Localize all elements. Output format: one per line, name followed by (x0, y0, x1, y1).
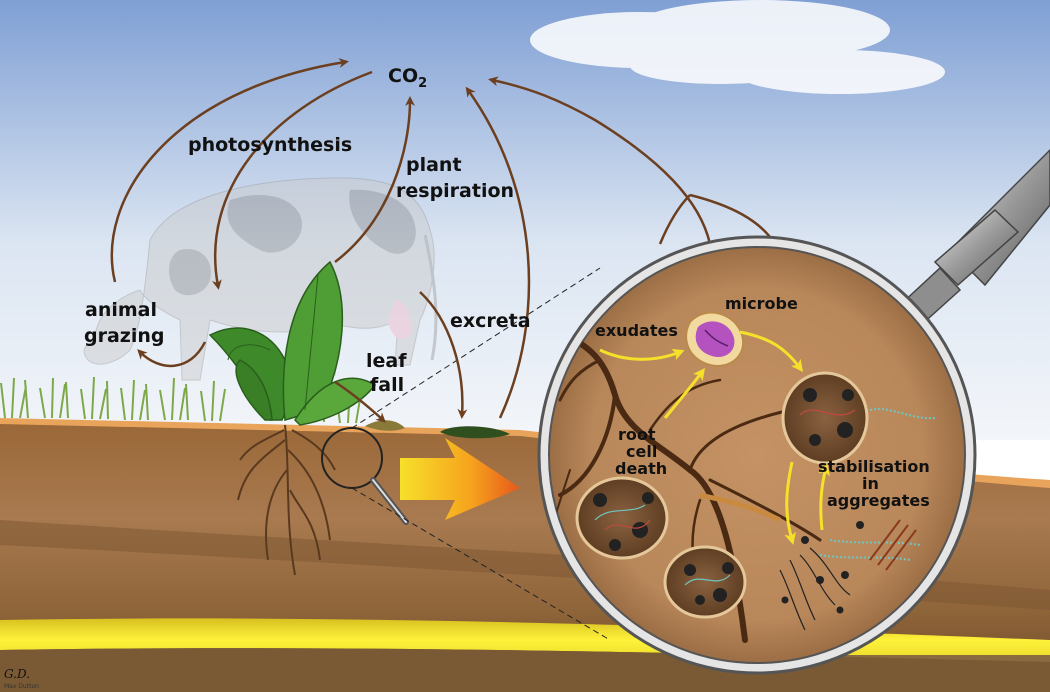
microbe-illustration (685, 311, 745, 367)
soil-microscale-view (549, 311, 936, 643)
carbon-flow-arrows (110, 58, 777, 423)
root-cell-death-label-line2: cell (626, 442, 657, 461)
root-cell-death-label-line3: death (615, 459, 667, 478)
zoom-line (351, 267, 601, 429)
lens-roots (549, 327, 822, 643)
soil-aggregate (663, 545, 747, 619)
artist-credit: Max Dutton (4, 683, 39, 690)
stabilisation-label-line2: in (862, 474, 879, 493)
photosynthesis-label: photosynthesis (188, 134, 352, 156)
plant-illustration (208, 260, 377, 426)
small-particles (781, 521, 864, 614)
dead-root-fragment (699, 492, 782, 523)
leaf-fall-label-line1: leaf (366, 350, 407, 372)
plant-respiration-label-line2: respiration (396, 180, 514, 202)
exudates-label: exudates (595, 321, 678, 340)
microscale-flow-arrows (599, 330, 830, 545)
microbe-label: microbe (725, 294, 798, 313)
leaf-litter (365, 420, 405, 431)
cow-illustration (83, 177, 438, 381)
animal-grazing-label-line1: animal (85, 299, 157, 321)
excreta-pat (440, 426, 510, 439)
organic-fragments (869, 519, 917, 571)
plant-roots (237, 424, 336, 576)
root-cell-death-label-line1: root (618, 425, 656, 444)
soil-aggregate (575, 476, 669, 560)
animal-grazing-label-line2: grazing (84, 325, 165, 347)
cloud (530, 0, 945, 94)
soil-aggregate (781, 371, 936, 465)
bacteria-chains (819, 539, 921, 561)
leaf-fall-label-line2: fall (370, 374, 404, 396)
co2-label: CO2 (388, 65, 427, 91)
excreta-label: excreta (450, 310, 531, 332)
zoom-arrow (400, 438, 520, 520)
artist-signature: G.D. (4, 667, 30, 681)
stabilisation-label-line3: aggregates (827, 491, 930, 510)
magnifier-lens (548, 246, 966, 664)
plant-respiration-label-line1: plant (406, 154, 462, 176)
stabilisation-label-line1: stabilisation (818, 457, 930, 476)
